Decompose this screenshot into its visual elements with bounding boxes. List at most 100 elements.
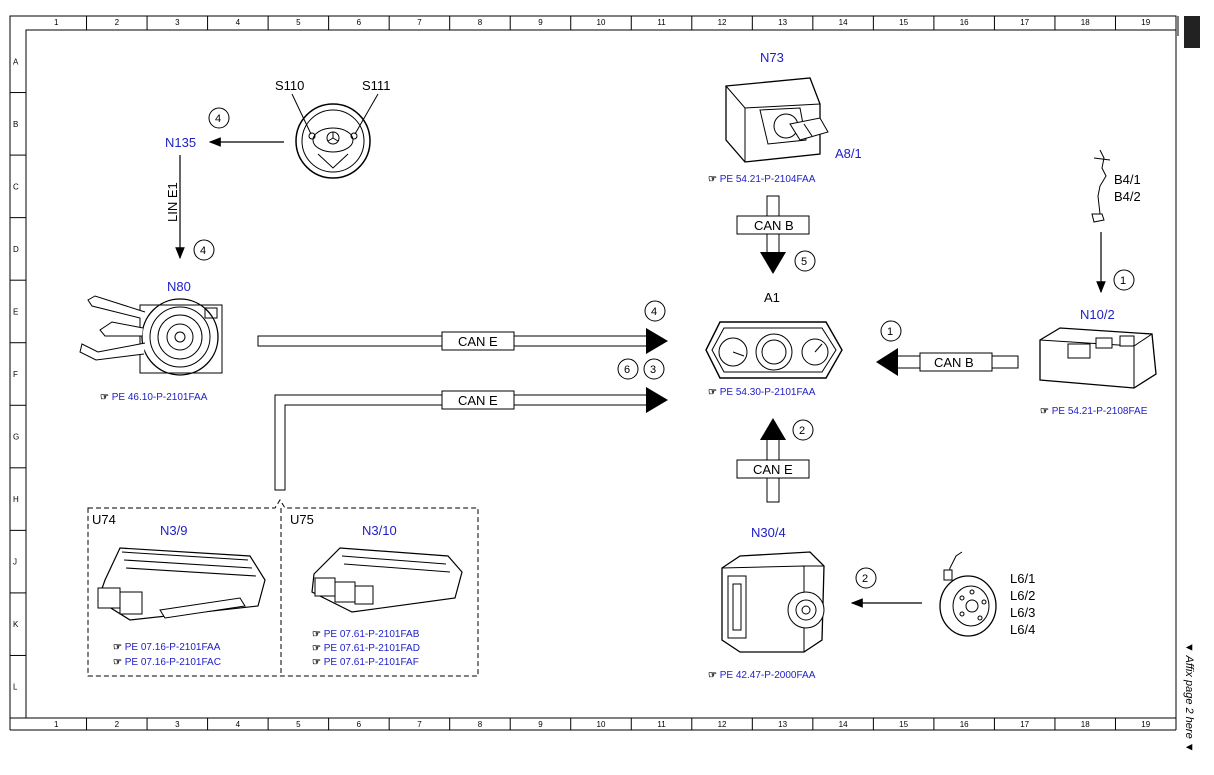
n304-label: N30/4 [751, 525, 786, 540]
ecu-n39-icon [97, 547, 266, 621]
column-number: 19 [1141, 18, 1150, 27]
column-number: 18 [1081, 18, 1090, 27]
column-number: 5 [296, 18, 301, 27]
can-e-vertical-label: CAN E [753, 462, 793, 477]
column-number: 14 [839, 720, 848, 729]
row-letter: B [13, 120, 18, 129]
s111-leader [354, 93, 379, 135]
column-number: 15 [899, 18, 908, 27]
can-e-lower-label: CAN E [458, 393, 498, 408]
can-b-vertical-label: CAN B [754, 218, 794, 233]
can-b-horizontal-arrowhead [876, 348, 898, 376]
can-e-upper-label: CAN E [458, 334, 498, 349]
column-number: 6 [357, 18, 362, 27]
column-number: 8 [478, 18, 483, 27]
step-5: 5 [801, 256, 807, 268]
lin-e1-label: LIN E1 [165, 182, 180, 222]
column-number: 6 [357, 720, 362, 729]
step-5-marker [794, 250, 816, 272]
column-number: 17 [1020, 720, 1029, 729]
column-number: 2 [115, 720, 120, 729]
step-4-marker-c [644, 300, 666, 322]
a1-ref: ☞ PE 54.30-P-2101FAA [708, 387, 816, 398]
can-e-upper-box [441, 331, 515, 351]
column-number: 1 [54, 720, 59, 729]
n135-label: N135 [165, 135, 196, 150]
step-6-marker [617, 358, 639, 380]
step-1-a: 1 [1120, 275, 1126, 287]
can-e-vertical-box [736, 459, 810, 479]
can-e-vertical-arrowhead [760, 418, 786, 440]
steering-column-module-icon [79, 295, 223, 376]
b4-2-label: B4/2 [1114, 189, 1141, 204]
step-3: 3 [650, 364, 656, 376]
step-1-marker-b [880, 320, 902, 342]
step-3-marker [643, 358, 665, 380]
column-number: 2 [115, 18, 120, 27]
column-number: 16 [960, 18, 969, 27]
row-letter: D [13, 245, 19, 254]
step-2-marker-a [792, 419, 814, 441]
step-4-marker-a [208, 107, 230, 129]
page-tab-marker [1184, 16, 1200, 48]
column-number: 15 [899, 720, 908, 729]
l6-3-label: L6/3 [1010, 605, 1035, 620]
column-number: 14 [839, 18, 848, 27]
can-b-horizontal-box [919, 352, 993, 372]
column-number: 17 [1020, 18, 1029, 27]
n73-ref: ☞ PE 54.21-P-2104FAA [708, 174, 816, 185]
column-number: 10 [597, 18, 606, 27]
engine-ecu-group [87, 499, 479, 677]
n310-label: N3/10 [362, 523, 397, 538]
ignition-switch-icon [725, 77, 829, 163]
sam-module-icon [1039, 327, 1157, 389]
n310-ref-3: ☞ PE 07.61-P-2101FAF [312, 657, 419, 668]
l6-2-label: L6/2 [1010, 588, 1035, 603]
step-1-b: 1 [887, 326, 893, 338]
s110-label: S110 [275, 78, 304, 93]
column-number: 13 [778, 720, 787, 729]
row-letter: E [13, 307, 18, 316]
row-letter: G [13, 433, 19, 442]
can-b-vertical-arrowhead [760, 252, 786, 274]
n310-ref-2: ☞ PE 07.61-P-2101FAD [312, 643, 420, 654]
fuel-level-sensor-icon [1091, 149, 1111, 223]
step-2-marker-b [855, 567, 877, 589]
n304-ref: ☞ PE 42.47-P-2000FAA [708, 670, 816, 681]
can-e-lower-arrowhead [646, 387, 668, 413]
n39-ref-2: ☞ PE 07.16-P-2101FAC [113, 657, 221, 668]
column-number: 11 [657, 18, 666, 27]
n80-ref: ☞ PE 46.10-P-2101FAA [100, 392, 208, 403]
row-letter: F [13, 370, 18, 379]
n310-ref-1: ☞ PE 07.61-P-2101FAB [312, 629, 420, 640]
can-b-horizontal-label: CAN B [934, 355, 974, 370]
column-number: 7 [417, 720, 422, 729]
column-number: 19 [1141, 720, 1150, 729]
can-b-vertical-box [736, 215, 810, 235]
n10-label: N10/2 [1080, 307, 1115, 322]
n39-label: N3/9 [160, 523, 187, 538]
s111-label: S111 [362, 78, 390, 93]
column-number: 7 [417, 18, 422, 27]
inner-frame [25, 29, 1177, 719]
step-1-marker-a [1113, 269, 1135, 291]
s110-leader [291, 93, 312, 135]
column-number: 8 [478, 720, 483, 729]
steering-wheel-icon [295, 103, 371, 179]
column-number: 3 [175, 720, 180, 729]
column-number: 16 [960, 720, 969, 729]
row-letter: J [13, 558, 17, 567]
row-letter: H [13, 495, 19, 504]
step-4-a: 4 [215, 113, 221, 125]
row-letter: C [13, 182, 19, 191]
column-number: 18 [1081, 720, 1090, 729]
column-number: 11 [657, 720, 666, 729]
column-number: 10 [597, 720, 606, 729]
n80-label: N80 [167, 279, 191, 294]
a1-label: A1 [764, 290, 780, 305]
b4-1-label: B4/1 [1114, 172, 1141, 187]
column-number: 12 [718, 720, 727, 729]
